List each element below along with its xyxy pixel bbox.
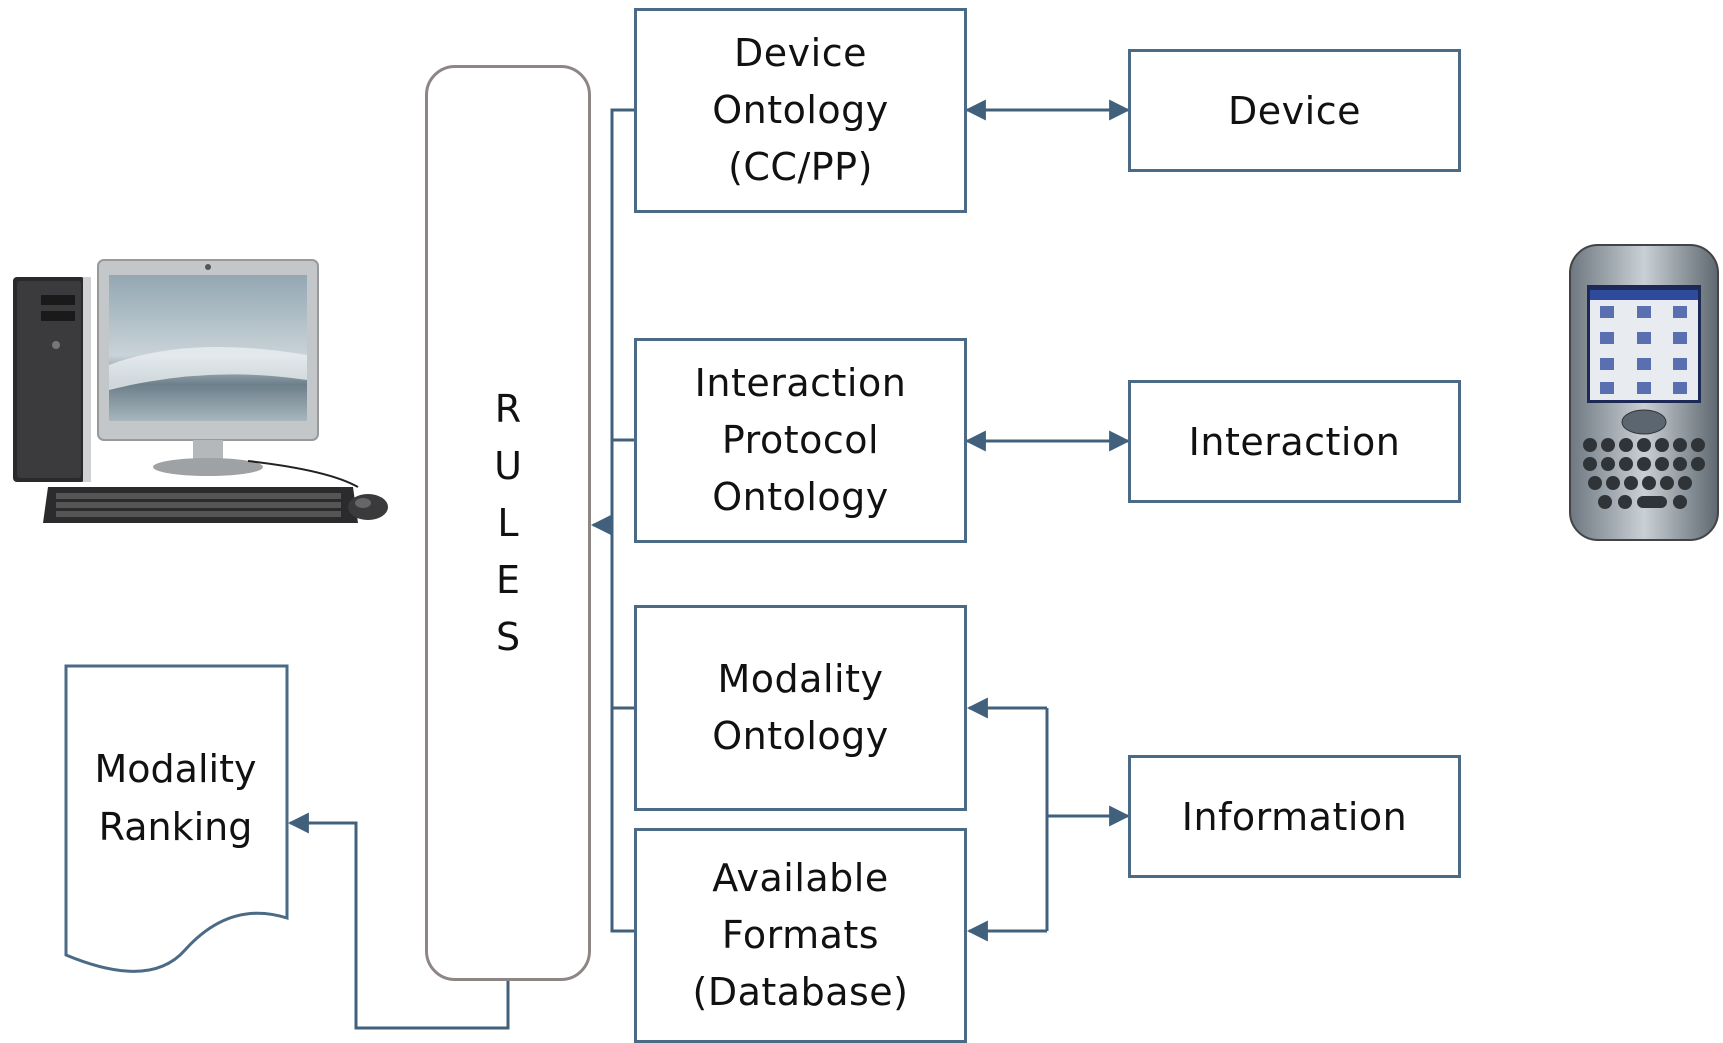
box-line: (CC/PP)	[728, 145, 873, 189]
smartphone-image	[1569, 244, 1719, 541]
device-label: Device	[1228, 88, 1361, 133]
rules-letter: R	[494, 386, 522, 431]
ranking-line: Ranking	[98, 805, 253, 849]
interaction-box: Interaction	[1128, 380, 1461, 503]
rules-letter: U	[494, 443, 522, 488]
device-ontology-box: Device Ontology (CC/PP)	[634, 8, 967, 213]
box-line: Interaction	[694, 361, 907, 405]
information-label: Information	[1181, 794, 1408, 839]
rules-letter: E	[495, 557, 520, 602]
desktop-computer-image	[13, 259, 388, 523]
box-line: Available	[712, 856, 889, 900]
available-formats-box: Available Formats (Database)	[634, 828, 967, 1043]
box-line: Ontology	[712, 88, 889, 132]
box-line: (Database)	[692, 970, 909, 1014]
interaction-label: Interaction	[1188, 419, 1401, 464]
device-box: Device	[1128, 49, 1461, 172]
modality-ranking-label: Modality Ranking	[68, 740, 283, 856]
box-line: Ontology	[712, 714, 889, 758]
bus-line	[610, 108, 634, 933]
box-line: Formats	[721, 913, 880, 957]
ranking-line: Modality	[94, 747, 257, 791]
box-line: Ontology	[712, 475, 889, 519]
rules-letter: S	[495, 614, 521, 659]
box-line: Protocol	[721, 418, 880, 462]
box-line: Device	[734, 31, 867, 75]
rules-box: R U L E S	[425, 65, 591, 981]
modality-ontology-box: Modality Ontology	[634, 605, 967, 811]
rules-letter: L	[497, 500, 519, 545]
box-line: Modality	[717, 657, 884, 701]
interaction-protocol-ontology-box: Interaction Protocol Ontology	[634, 338, 967, 543]
modality-ranking-document	[64, 664, 289, 973]
rules-to-ranking-arrow	[287, 812, 510, 1030]
information-box: Information	[1128, 755, 1461, 878]
